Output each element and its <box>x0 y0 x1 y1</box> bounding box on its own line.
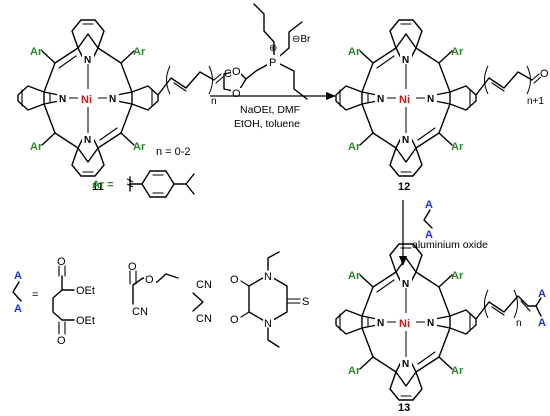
bromide-counterion: ⊖Br <box>292 34 311 45</box>
malononitrile-nitrile-2: CN <box>196 313 212 325</box>
compound-13: N N N N Ni Ar Ar Ar Ar A A n 13 <box>335 243 546 414</box>
step1-condition-line1: NaOEt, DMF <box>240 104 300 116</box>
aryl-bottom-left-13: Ar <box>348 365 361 377</box>
legend-acceptor-bottom: A <box>14 303 22 315</box>
dioxolane-oxygen-bottom: O <box>232 88 241 100</box>
aryl-bottom-right-11: Ar <box>133 141 146 153</box>
aryl-top-right-12: Ar <box>451 46 464 58</box>
nitrogen-top-11: N <box>84 55 91 66</box>
nickel-center-12: Ni <box>399 94 410 106</box>
chain-count-13: n <box>516 318 522 329</box>
nitrogen-left-12: N <box>377 94 384 105</box>
aryl-definition: Ar = <box>92 170 195 198</box>
acceptor-bottom: A <box>425 229 433 241</box>
compound-number-13: 13 <box>398 402 410 414</box>
chain-count-12: n+1 <box>527 96 544 107</box>
cyanoacetate-oxygen-ester: O <box>145 274 154 286</box>
malonate-oxygen-2: O <box>57 335 66 347</box>
nickel-center-13: Ni <box>399 318 410 330</box>
aryl-top-right-11: Ar <box>133 46 146 58</box>
chain-count-11: n <box>211 96 217 107</box>
barbituric-oxygen-2: O <box>230 314 239 326</box>
nitrogen-bottom-13: N <box>402 359 409 370</box>
barbituric-nitrogen-top: N <box>264 271 272 283</box>
compound-number-11: 11 <box>92 181 104 193</box>
malononitrile-nitrile-1: CN <box>196 279 212 291</box>
step2-condition: aluminium oxide <box>412 239 488 251</box>
malonate-oxygen-1: O <box>57 256 66 268</box>
nitrogen-right-13: N <box>427 318 434 329</box>
nitrogen-top-12: N <box>402 55 409 66</box>
aldehyde-oxygen-11: O <box>224 68 233 80</box>
legend-equals: = <box>32 289 38 301</box>
nickel-center-11: Ni <box>81 94 92 106</box>
aryl-definition-label: Ar = <box>92 179 114 191</box>
compound-12: N N N N Ni Ar Ar Ar Ar O n+1 12 <box>335 19 549 193</box>
nitrogen-left-11: N <box>59 94 66 105</box>
aryl-bottom-left-11: Ar <box>30 141 43 153</box>
barbituric-nitrogen-bottom: N <box>264 318 272 330</box>
nitrogen-bottom-11: N <box>84 135 91 146</box>
acceptor-top: A <box>425 199 433 211</box>
n-range-label: n = 0-2 <box>156 146 191 158</box>
aldehyde-oxygen-12: O <box>540 68 549 80</box>
barbituric-sulfur: S <box>302 296 309 308</box>
phosphonium-charge: ⊕ <box>269 43 277 54</box>
wittig-reagent: P ⊕ ⊖Br O O <box>223 3 311 100</box>
dioxolane-oxygen-top: O <box>232 66 241 78</box>
phosphorus-atom: P <box>269 57 276 69</box>
malonate-ester-1: OEt <box>76 285 95 297</box>
acceptor-legend: A A = O OEt O OEt O O CN CN CN O O <box>12 251 309 348</box>
aryl-bottom-left-12: Ar <box>348 141 361 153</box>
compound-11: N N N N Ni Ar Ar Ar Ar O n n = 0-2 11 <box>17 19 233 193</box>
barbituric-oxygen-1: O <box>230 274 239 286</box>
cyanoacetate-oxygen-carbonyl: O <box>128 261 137 273</box>
aryl-top-left-12: Ar <box>348 46 361 58</box>
nitrogen-right-11: N <box>109 94 116 105</box>
malonate-ester-2: OEt <box>76 315 95 327</box>
product-acceptor-bottom: A <box>538 317 546 329</box>
aryl-top-left-11: Ar <box>30 46 43 58</box>
nitrogen-left-13: N <box>377 318 384 329</box>
step1-condition-line2: EtOH, toluene <box>234 118 300 130</box>
nitrogen-bottom-12: N <box>402 135 409 146</box>
compound-number-12: 12 <box>398 181 410 193</box>
product-acceptor-top: A <box>538 288 546 300</box>
nitrogen-right-12: N <box>427 94 434 105</box>
aryl-top-left-13: Ar <box>348 270 361 282</box>
nitrogen-top-13: N <box>402 279 409 290</box>
aryl-bottom-right-13: Ar <box>451 365 464 377</box>
aryl-top-right-13: Ar <box>451 270 464 282</box>
cyanoacetate-nitrile: CN <box>132 306 148 318</box>
active-methylene-reagent: A A <box>423 199 433 241</box>
aryl-bottom-right-12: Ar <box>451 141 464 153</box>
legend-acceptor-top: A <box>14 270 22 282</box>
